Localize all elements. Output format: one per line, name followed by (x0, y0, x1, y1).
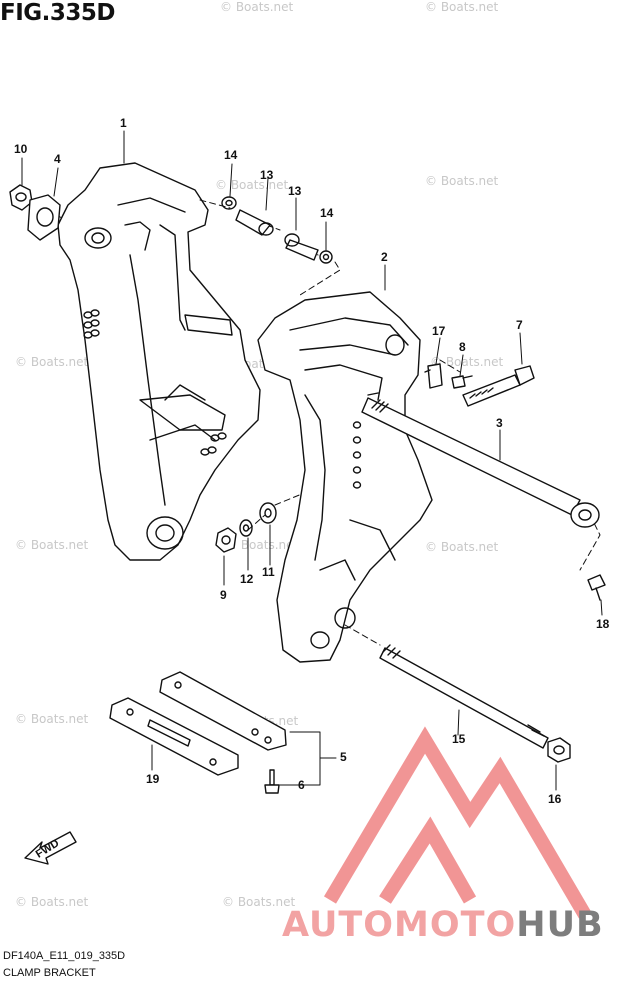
callout-16: 16 (548, 792, 562, 806)
plate-19 (109, 697, 239, 776)
callout-19: 19 (146, 772, 160, 786)
plate-5 (159, 671, 287, 751)
clamp-bracket-left (57, 162, 261, 561)
figure-subtitle: CLAMP BRACKET (3, 967, 96, 979)
callout-1: 1 (120, 116, 127, 130)
callout-9: 9 (220, 588, 227, 602)
watermark: © Boats.net (425, 174, 499, 188)
brand-part2: HUB (516, 905, 604, 945)
callout-12: 12 (240, 572, 254, 586)
clamp-bracket-right (257, 291, 433, 663)
watermark: © Boats.net (425, 0, 499, 14)
adjustment-holes-right (352, 421, 362, 489)
bolt-8 (451, 375, 473, 389)
callout-6: 6 (298, 778, 305, 792)
gasket-4 (27, 194, 61, 241)
nut-16 (547, 737, 571, 763)
watermark: © Boats.net (15, 895, 89, 909)
watermark: © Boats.net (225, 538, 299, 552)
watermark: © Boats.net (220, 0, 294, 14)
callout-2: 2 (381, 250, 388, 264)
bolt-13-a (235, 209, 274, 236)
callout-11: 11 (262, 565, 275, 579)
washer-12 (239, 519, 253, 537)
bolt-7 (462, 365, 535, 407)
brand-logo-text: AUTOMOTOHUB (282, 905, 604, 945)
nut-10 (9, 184, 33, 211)
nut-9 (215, 527, 237, 553)
callout-15: 15 (452, 732, 466, 746)
adjustment-holes-left (83, 309, 227, 456)
watermark: © Boats.net (15, 355, 89, 369)
callout-3: 3 (496, 416, 503, 430)
callout-13-a: 13 (260, 168, 274, 182)
figure-title: FIG.335D (0, 0, 116, 26)
watermark: © Boats.net (425, 540, 499, 554)
callout-8: 8 (459, 340, 466, 354)
fwd-arrow-icon (24, 831, 77, 865)
callout-5: 5 (340, 750, 347, 764)
washer-14-b (319, 250, 333, 264)
watermark: © Boats.net (222, 895, 296, 909)
brand-logo-icon (323, 726, 592, 919)
tilt-rod (379, 644, 549, 749)
washer-11 (259, 502, 277, 524)
brand-part1: AUTOMOTO (282, 905, 517, 945)
bolt-18 (587, 574, 606, 601)
figure-code: DF140A_E11_019_335D (3, 950, 126, 962)
bolt-13-b (284, 233, 319, 261)
callout-14-a: 14 (224, 148, 238, 162)
callout-18: 18 (596, 617, 610, 631)
watermark: © Boats.net (15, 538, 89, 552)
watermark: © Boats.net (15, 712, 89, 726)
callout-13-b: 13 (288, 184, 302, 198)
clip-17 (424, 363, 443, 389)
callout-14-b: 14 (320, 206, 334, 220)
callout-10: 10 (14, 142, 28, 156)
washer-14-a (221, 196, 237, 210)
callout-4: 4 (54, 152, 61, 166)
watermark: © Boats.net (215, 178, 289, 192)
screw-6 (264, 769, 280, 794)
callout-17: 17 (432, 324, 446, 338)
callout-7: 7 (516, 318, 523, 332)
tilt-tube (361, 392, 600, 528)
